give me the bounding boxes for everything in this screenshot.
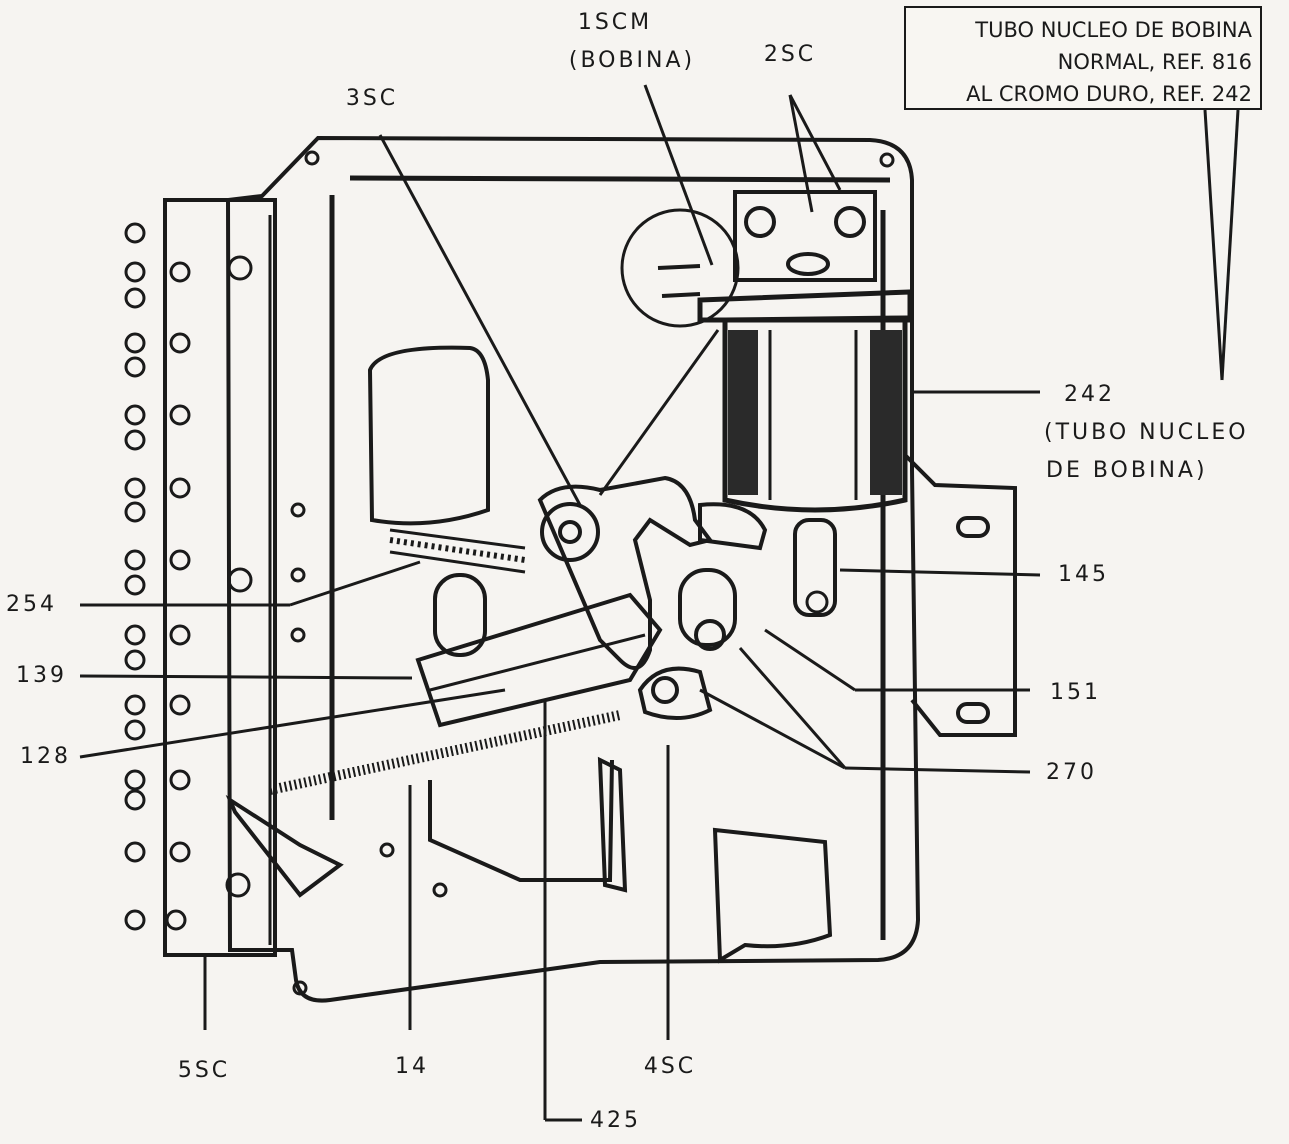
label-151: 151 (1050, 680, 1101, 705)
label-3sc: 3SC (345, 86, 399, 111)
coil-winding (870, 330, 902, 495)
label-de-bobina: DE BOBINA) (1046, 458, 1208, 483)
label-14: 14 (395, 1054, 429, 1079)
label-5sc: 5SC (177, 1058, 231, 1083)
leader-lines (79, 84, 1240, 1122)
screw-2sc (834, 206, 866, 238)
pivot (540, 502, 600, 562)
plate-hole (879, 152, 895, 168)
note-line-2: NORMAL, REF. 816 (1057, 50, 1252, 74)
plate-hole (290, 627, 306, 643)
coil-bracket (697, 289, 913, 323)
label-425: 425 (590, 1108, 641, 1133)
core-tube-note: TUBO NUCLEO DE BOBINA NORMAL, REF. 816 A… (904, 6, 1262, 110)
plate-hole (292, 980, 308, 996)
armature-139 (415, 592, 663, 728)
plunger-145 (793, 518, 837, 617)
spring-14 (268, 710, 622, 795)
cup-4sc (637, 666, 713, 721)
note-line-1: TUBO NUCLEO DE BOBINA (975, 18, 1252, 42)
label-270: 270 (1046, 760, 1097, 785)
plate-hole (290, 567, 306, 583)
label-254: 254 (6, 592, 57, 617)
coil-detail-circle (620, 208, 740, 328)
coil-winding (728, 330, 758, 495)
aux-switch-box (367, 345, 490, 526)
note-line-3: AL CROMO DURO, REF. 242 (966, 82, 1252, 106)
screw-plate (733, 190, 877, 282)
label-242: 242 (1064, 382, 1115, 407)
plate-top-bar (349, 175, 891, 183)
plate-hole (304, 150, 320, 166)
label-139: 139 (16, 663, 67, 688)
right-bracket (903, 453, 1017, 737)
plate-hole (379, 842, 395, 858)
hook-rod (225, 794, 344, 898)
label-145: 145 (1058, 562, 1109, 587)
label-tubo-nucleo: (TUBO NUCLEO (1044, 420, 1249, 445)
coil-body (722, 315, 908, 513)
label-2sc: 2SC (763, 42, 817, 67)
lower-housing (428, 759, 614, 882)
terminal-screws (124, 222, 191, 931)
cam (698, 502, 768, 551)
label-bobina: (BOBINA) (568, 48, 696, 73)
label-1scm: 1SCM (577, 10, 653, 35)
label-128: 128 (20, 744, 71, 769)
roller-pin (433, 573, 487, 657)
bottom-cup (712, 827, 833, 964)
terminal-strip (163, 198, 277, 957)
clip (597, 756, 628, 893)
label-4sc: 4SC (643, 1054, 697, 1079)
base-plate (225, 135, 921, 1003)
spring-254 (389, 537, 526, 563)
plate-hole (432, 882, 448, 898)
roller-pin (678, 568, 737, 647)
plate-hole (290, 502, 306, 518)
screw-2sc (744, 206, 776, 238)
